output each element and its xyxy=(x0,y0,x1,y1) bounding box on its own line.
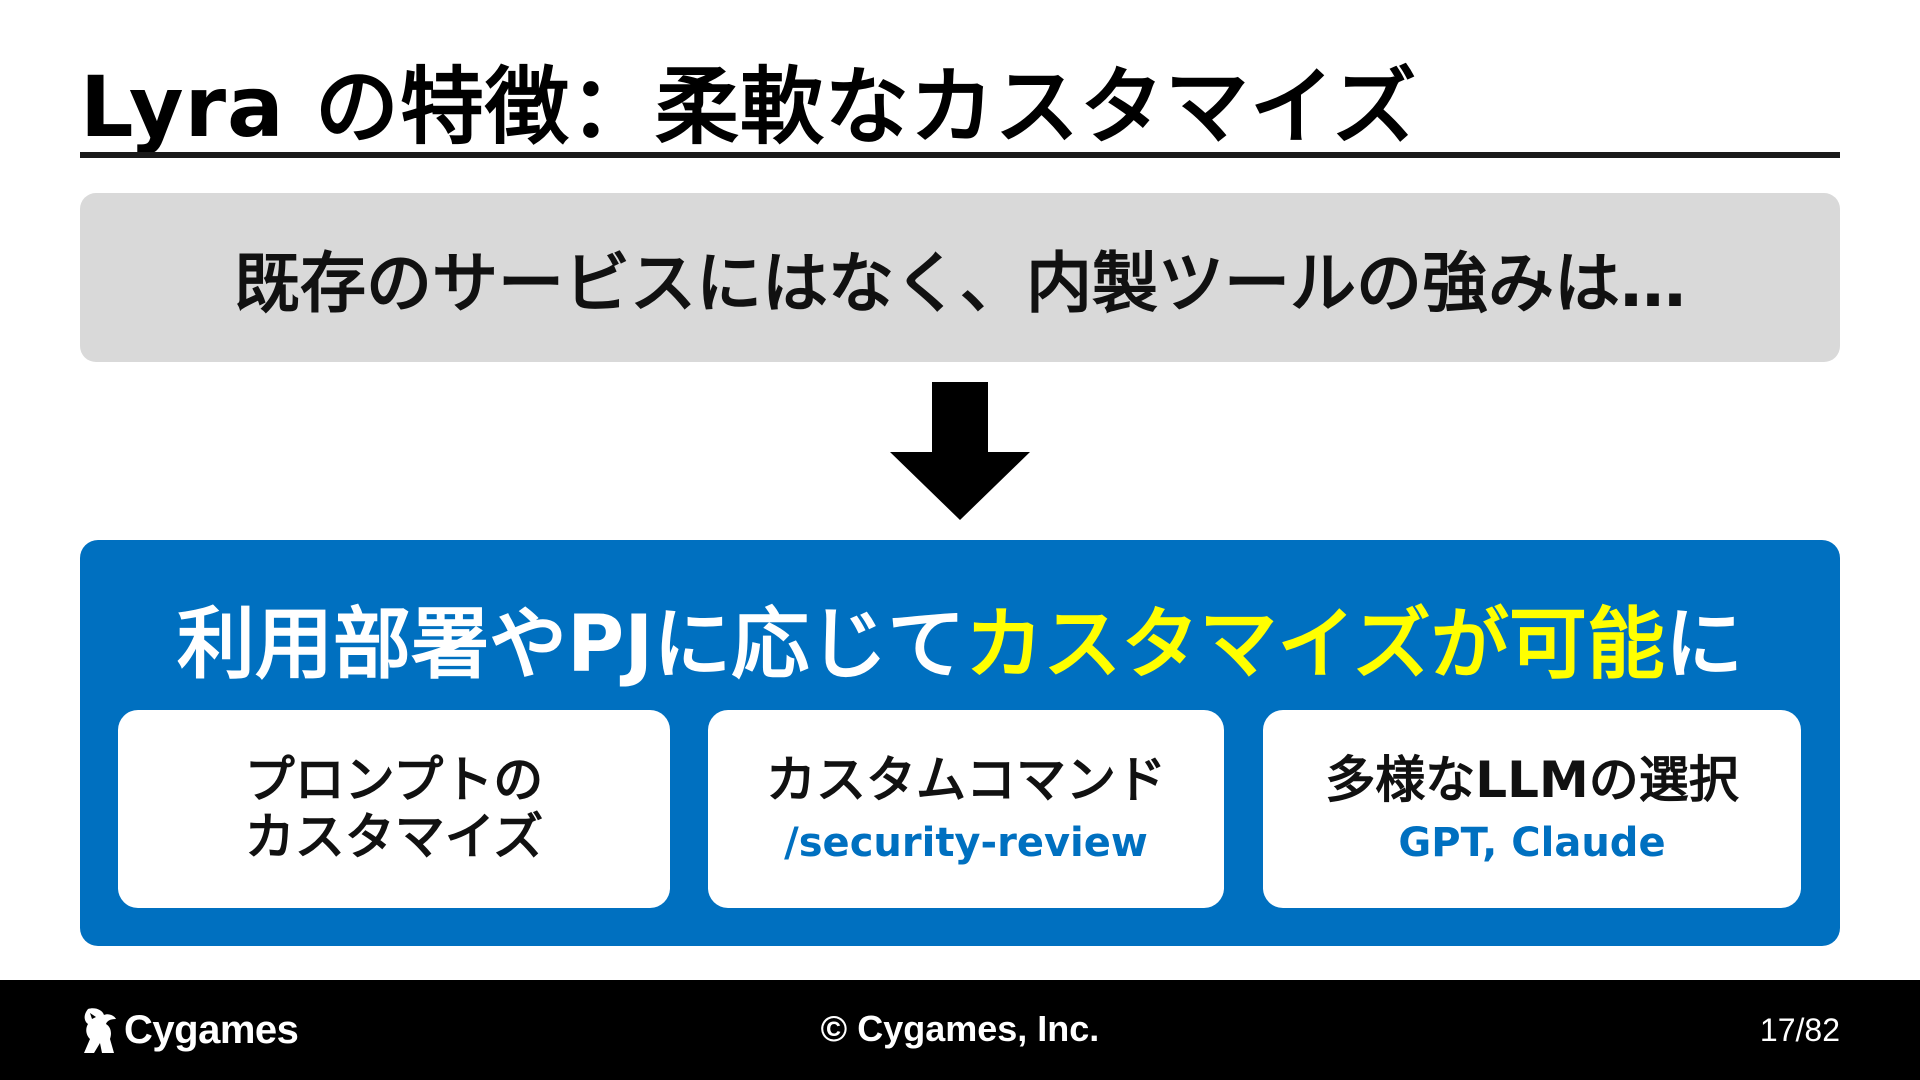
slide-title: Lyra の特徴：柔軟なカスタマイズ xyxy=(80,58,1418,156)
feature-card-custom-command: カスタムコマンド /security-review xyxy=(708,710,1224,908)
conclusion-panel: 利用部署やPJに応じてカスタマイズが可能に プロンプトの カスタマイズ カスタム… xyxy=(80,540,1840,946)
card-title: カスタムコマンド xyxy=(766,751,1166,810)
footer-bar: Cygames © Cygames, Inc. 17/82 xyxy=(0,980,1920,1080)
feature-card-llm-choice: 多様なLLMの選択 GPT, Claude xyxy=(1263,710,1801,908)
premise-text: 既存のサービスにはなく、内製ツールの強みは… xyxy=(234,244,1686,322)
headline-suffix: に xyxy=(1664,600,1743,690)
feature-card-prompt: プロンプトの カスタマイズ xyxy=(118,710,670,908)
cygames-logo: Cygames xyxy=(80,1002,299,1058)
logo-text: Cygames xyxy=(124,1007,299,1052)
card-title-line1: プロンプトの xyxy=(244,750,544,809)
conclusion-headline: 利用部署やPJに応じてカスタマイズが可能に xyxy=(80,582,1840,694)
copyright-text: © Cygames, Inc. xyxy=(820,1008,1100,1049)
headline-highlight: カスタマイズが可能 xyxy=(965,600,1665,690)
premise-box: 既存のサービスにはなく、内製ツールの強みは… xyxy=(80,193,1840,362)
card-title: 多様なLLMの選択 xyxy=(1325,751,1739,810)
cygames-logo-icon xyxy=(84,1008,116,1053)
card-title-line2: カスタマイズ xyxy=(244,808,544,866)
card-subtitle: GPT, Claude xyxy=(1398,819,1666,866)
card-subtitle: /security-review xyxy=(784,819,1148,866)
headline-prefix: 利用部署やPJに応じて xyxy=(177,600,966,690)
page-number: 17/82 xyxy=(1759,1012,1840,1048)
title-divider xyxy=(80,152,1840,158)
down-arrow-icon xyxy=(890,382,1030,520)
